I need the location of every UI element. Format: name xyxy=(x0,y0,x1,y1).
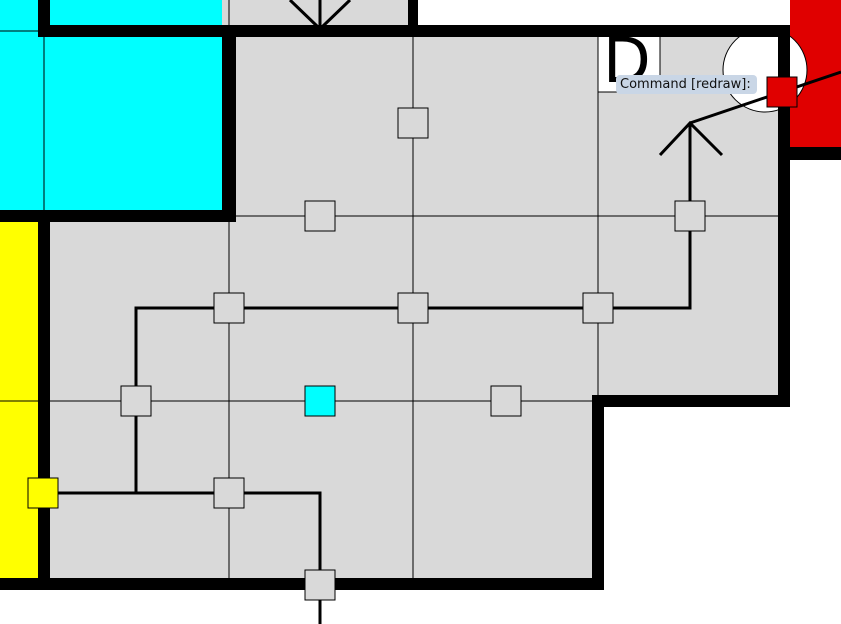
node[interactable] xyxy=(213,292,245,324)
node[interactable] xyxy=(213,477,245,509)
node[interactable] xyxy=(397,107,429,139)
node[interactable] xyxy=(120,385,152,417)
node-yellow[interactable] xyxy=(27,477,59,509)
node[interactable] xyxy=(397,292,429,324)
node[interactable] xyxy=(674,200,706,232)
node[interactable] xyxy=(582,292,614,324)
walls xyxy=(0,0,841,590)
node[interactable] xyxy=(490,385,522,417)
node[interactable] xyxy=(304,200,336,232)
node-selected[interactable] xyxy=(304,385,336,417)
command-prompt-tooltip: Command [redraw]: xyxy=(616,75,757,94)
node[interactable] xyxy=(304,569,336,601)
node-red[interactable] xyxy=(766,76,798,108)
room-yellow xyxy=(0,222,38,578)
nodes[interactable] xyxy=(27,76,798,601)
